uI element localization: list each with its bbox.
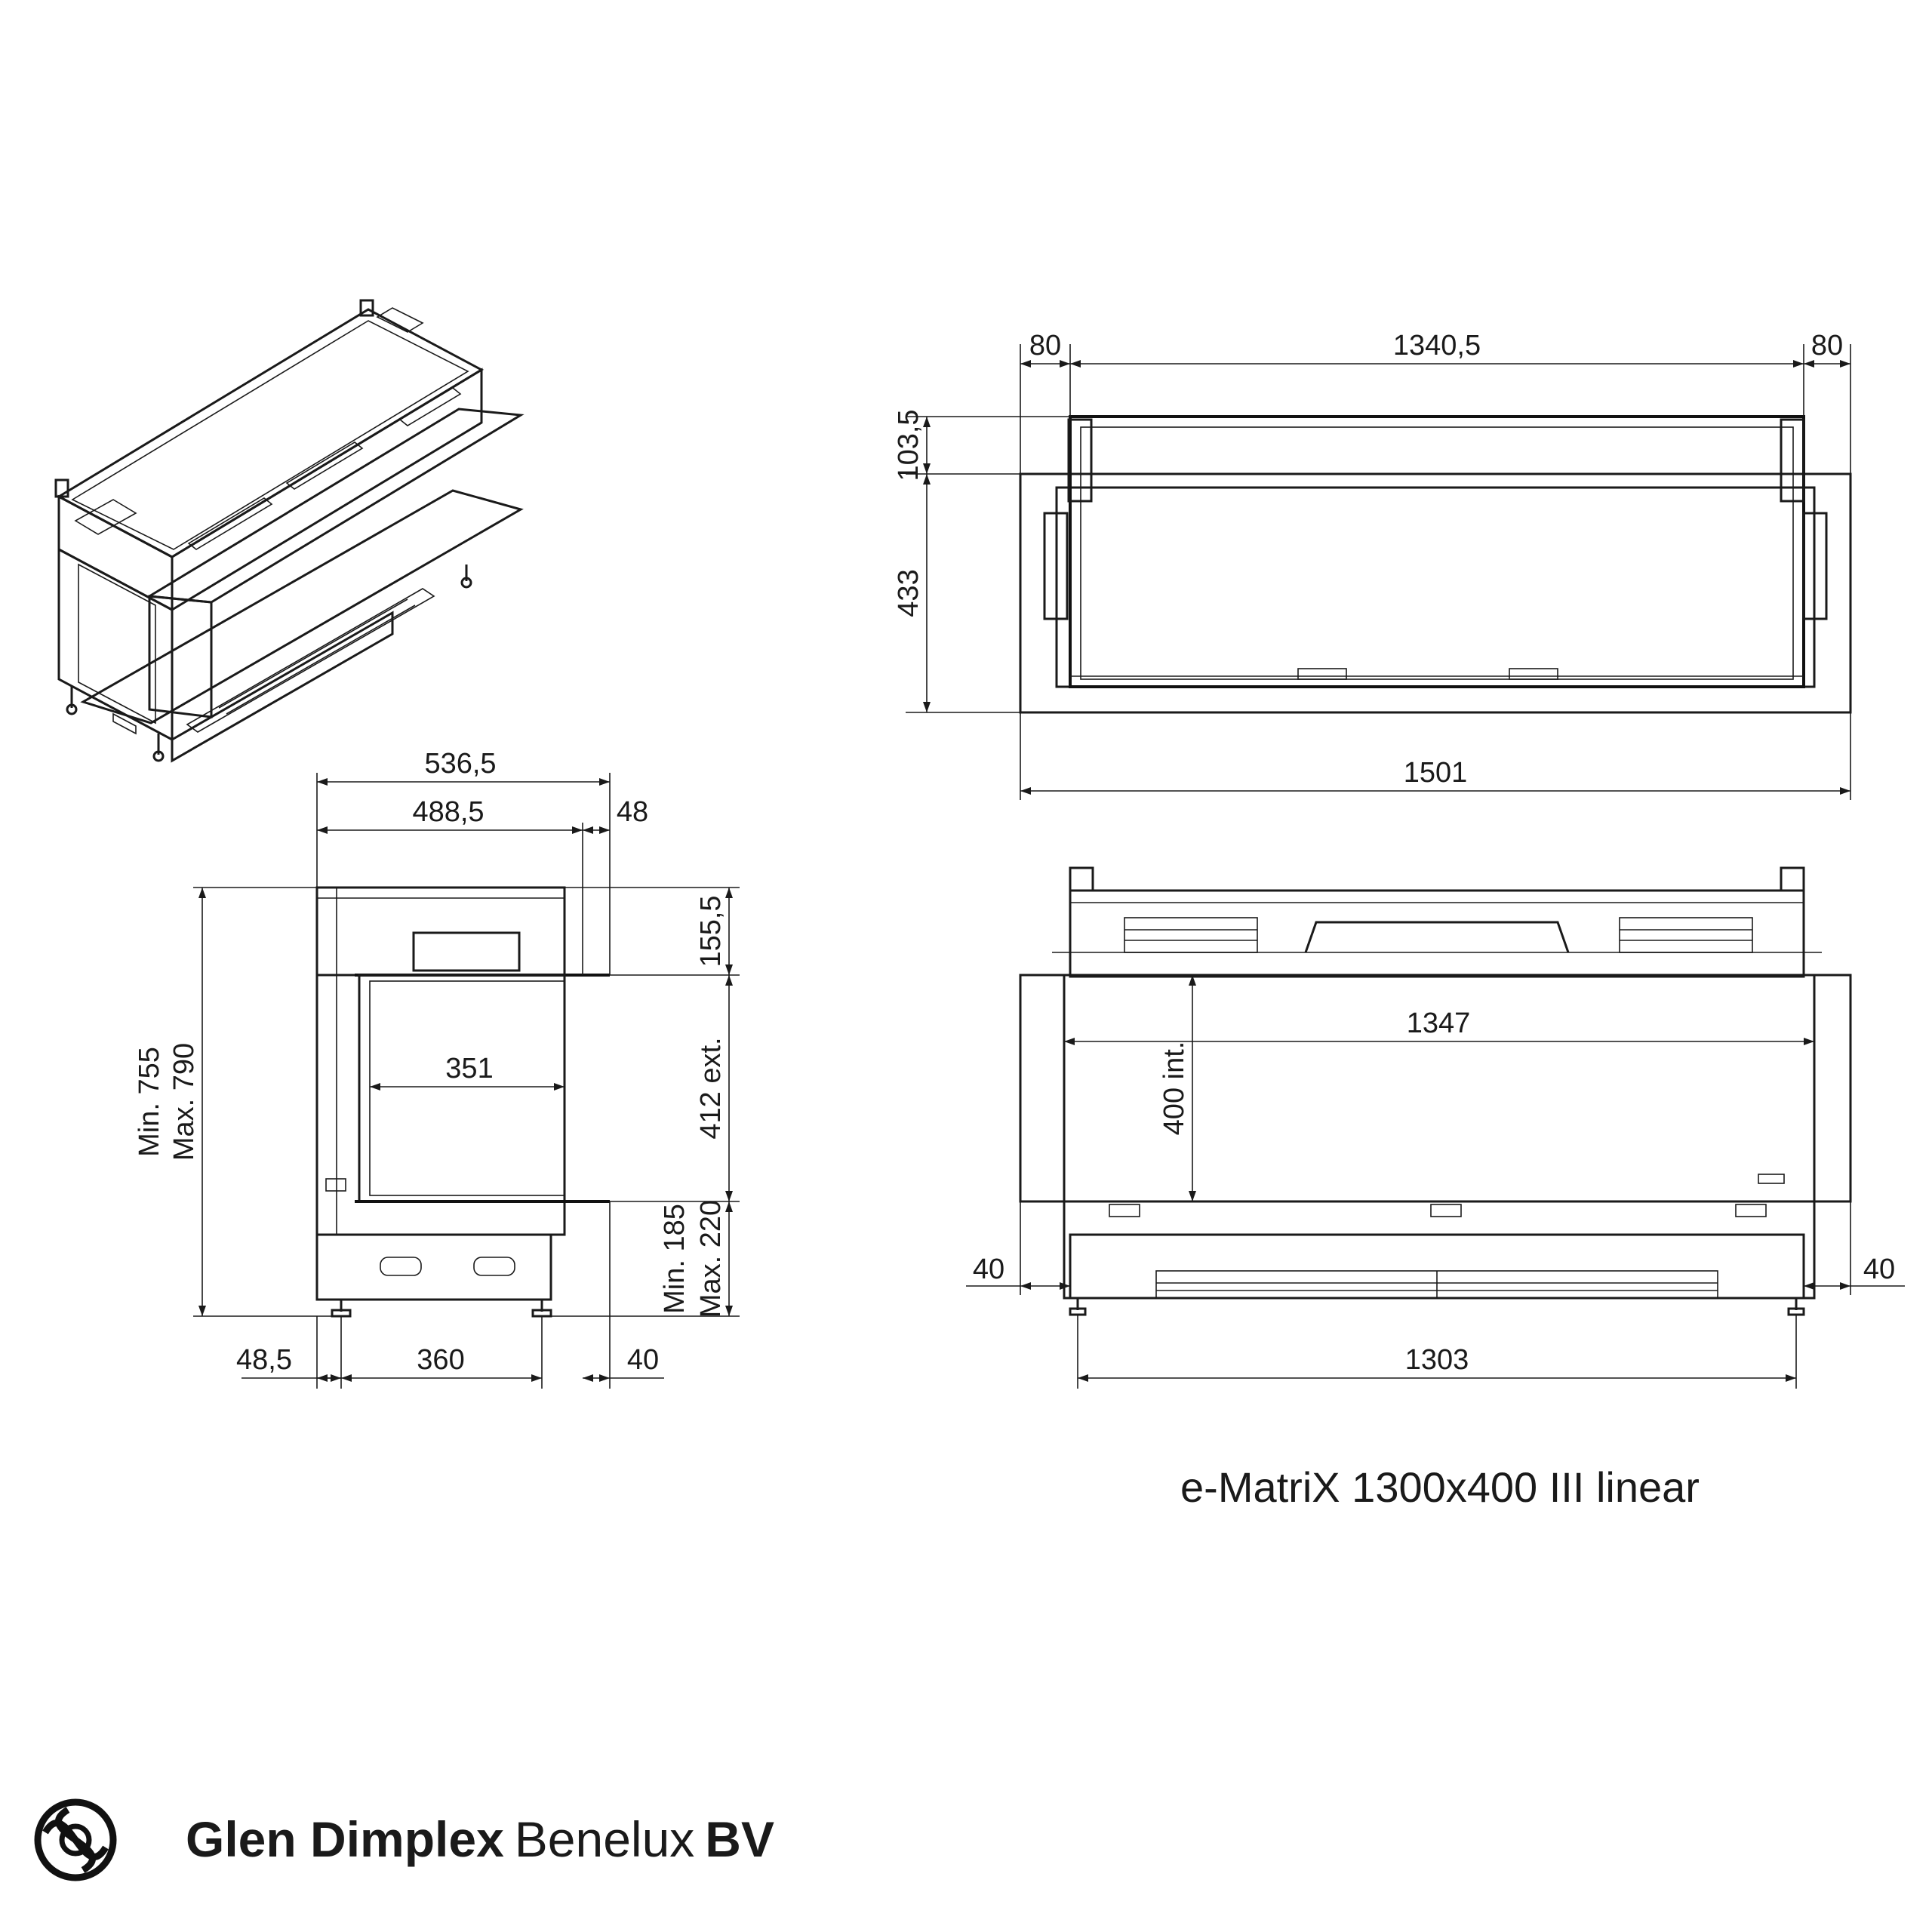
dim-side-351: 351 — [445, 1053, 493, 1084]
dim-front-1347: 1347 — [1407, 1008, 1471, 1039]
dim-side-48-5: 48,5 — [236, 1344, 292, 1376]
front-view-dimensions: 1347 400 int. 40 40 1303 — [966, 975, 1905, 1389]
brand-part-glen-dimplex: Glen Dimplex — [186, 1811, 504, 1867]
dim-side-min-755: Min. 755 — [134, 1047, 165, 1157]
dim-side-max-790: Max. 790 — [168, 1043, 200, 1161]
isometric-view — [54, 299, 525, 763]
dim-side-412-ext: 412 ext. — [695, 1037, 727, 1139]
top-view — [1019, 415, 1852, 714]
dim-top-80-left: 80 — [1029, 330, 1061, 361]
brand-part-bv: BV — [705, 1811, 774, 1867]
dim-top-1501: 1501 — [1404, 757, 1468, 789]
side-view-dimensions: 536,5 488,5 48 Min. 755 Max. 790 155,5 4… — [134, 748, 740, 1389]
dim-side-40: 40 — [627, 1344, 659, 1376]
dim-front-1303: 1303 — [1405, 1344, 1469, 1376]
dim-side-max-220: Max. 220 — [695, 1200, 727, 1318]
dim-front-40-right: 40 — [1863, 1254, 1895, 1285]
dim-front-40-left: 40 — [973, 1254, 1004, 1285]
top-view-dimensions: 80 1340,5 80 103,5 433 1501 — [893, 330, 1851, 800]
dim-top-103-5: 103,5 — [893, 409, 924, 481]
dim-side-min-185: Min. 185 — [659, 1204, 691, 1314]
dim-side-155-5: 155,5 — [695, 895, 727, 967]
dim-side-360: 360 — [417, 1344, 464, 1376]
front-view — [1019, 866, 1852, 1316]
side-view — [315, 886, 610, 1318]
dim-side-488-5: 488,5 — [412, 796, 484, 828]
dim-top-80-right: 80 — [1811, 330, 1843, 361]
dim-front-400-int: 400 int. — [1158, 1041, 1190, 1136]
dim-side-48: 48 — [617, 796, 648, 828]
product-title: e-MatriX 1300x400 III linear — [1180, 1463, 1700, 1511]
dim-top-433: 433 — [893, 569, 924, 617]
celtic-knot-logo-icon — [34, 1798, 117, 1881]
brand-part-benelux: Benelux — [515, 1811, 695, 1867]
dim-top-1340-5: 1340,5 — [1393, 330, 1481, 361]
dim-side-536-5: 536,5 — [424, 748, 496, 780]
